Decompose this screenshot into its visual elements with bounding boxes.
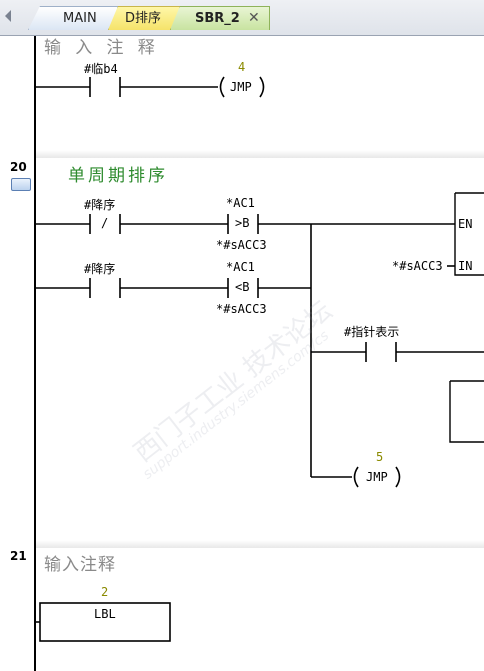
box-in-pin: IN: [458, 259, 473, 273]
scroll-left-icon[interactable]: [5, 10, 11, 22]
editor-tab-bar: MAIN D排序 SBR_2 ✕: [0, 0, 484, 36]
network-comment[interactable]: 输入注释: [44, 555, 116, 575]
compare-operand-top[interactable]: *AC1: [226, 196, 255, 210]
jmp-coil-label[interactable]: JMP: [230, 80, 252, 94]
network-comment-icon[interactable]: [11, 178, 31, 191]
network-comment[interactable]: 输 入 注 释: [44, 38, 157, 58]
compare-operand-bottom[interactable]: *#sACC3: [216, 238, 267, 252]
contact-label[interactable]: #降序: [84, 262, 116, 276]
network-gutter: [0, 36, 36, 671]
compare-operand-top[interactable]: *AC1: [226, 260, 255, 274]
lbl-number: 2: [101, 585, 109, 599]
tab-main[interactable]: MAIN: [28, 6, 118, 30]
lbl-box-label[interactable]: LBL: [94, 607, 116, 621]
close-icon[interactable]: ✕: [248, 10, 260, 26]
network-separator: [36, 540, 484, 548]
box-in-operand[interactable]: *#sACC3: [392, 259, 443, 273]
compare-operator: >B: [235, 216, 250, 230]
contact-label[interactable]: #指针表示: [344, 325, 400, 339]
tab-d-sort-label: D排序: [125, 11, 162, 26]
network-separator: [36, 150, 484, 158]
network-number-20[interactable]: 20: [10, 160, 27, 174]
tab-sbr-2-label: SBR_2: [195, 11, 240, 26]
network-title[interactable]: 单周期排序: [68, 166, 168, 186]
tab-main-label: MAIN: [63, 11, 97, 26]
compare-operator: <B: [235, 280, 250, 294]
contact-label[interactable]: #临b4: [84, 62, 118, 76]
negated-contact-symbol: /: [101, 216, 109, 230]
jmp-number: 4: [238, 60, 246, 74]
contact-label[interactable]: #降序: [84, 198, 116, 212]
tab-d-sort[interactable]: D排序: [108, 6, 180, 30]
compare-operand-bottom[interactable]: *#sACC3: [216, 302, 267, 316]
box-en-pin: EN: [458, 217, 473, 231]
jmp-number: 5: [376, 450, 384, 464]
network-number-21[interactable]: 21: [10, 549, 27, 563]
tab-sbr-2[interactable]: SBR_2: [170, 6, 270, 30]
jmp-coil-label[interactable]: JMP: [366, 470, 388, 484]
